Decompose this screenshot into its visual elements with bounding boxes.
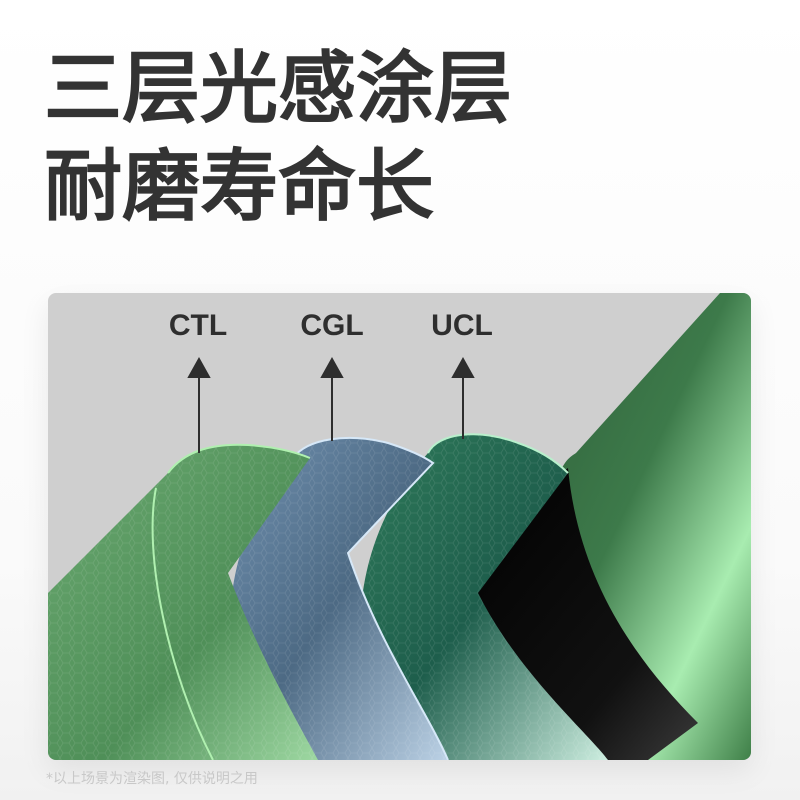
label-ucl: UCL <box>431 309 493 342</box>
arrow-cgl <box>320 356 344 441</box>
headline-line-1: 三层光感涂层 <box>44 44 513 134</box>
label-ctl: CTL <box>168 309 228 342</box>
label-cgl: CGL <box>300 309 364 342</box>
headline-line-2: 耐磨寿命长 <box>44 142 435 232</box>
render-disclaimer: *以上场景为渲染图, 仅供说明之用 <box>46 771 258 787</box>
headline: 三层光感涂层 耐磨寿命长 <box>44 40 512 236</box>
arrow-ucl <box>451 356 475 439</box>
coating-layers-illustration: CTL CGL UCL <box>48 293 751 760</box>
arrow-ctl <box>187 356 211 453</box>
layers-render <box>48 293 751 760</box>
